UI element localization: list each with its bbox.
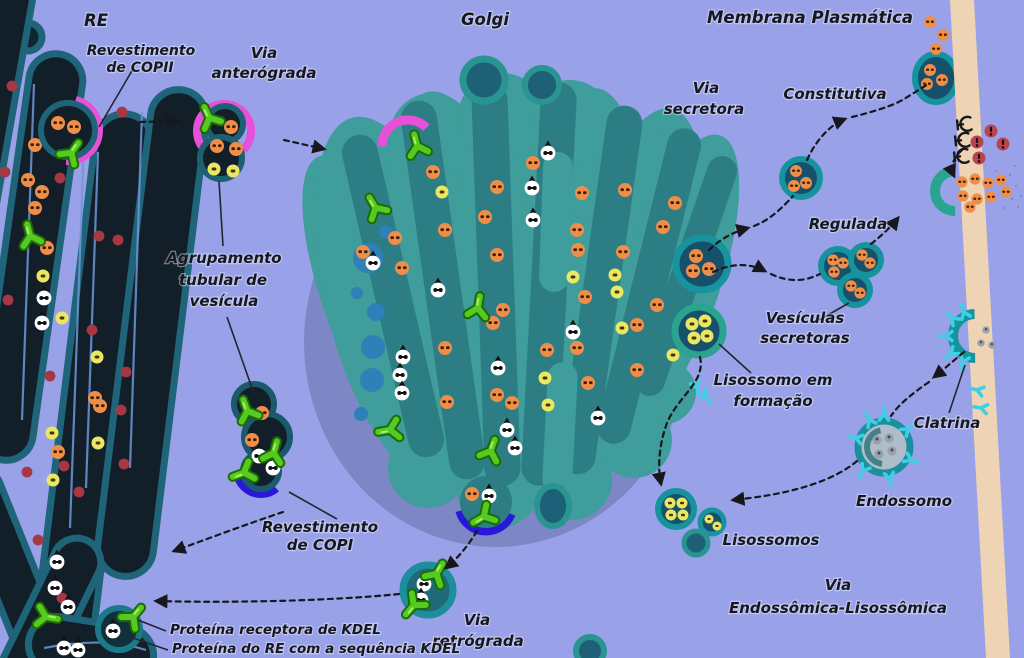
- label-copii-2: de COPII: [106, 60, 173, 76]
- label-lisossomo-formacao-1: Lisossomo em: [713, 371, 832, 389]
- label-re: RE: [84, 11, 109, 30]
- label-endossomo: Endossomo: [856, 492, 952, 510]
- copi-vesicle: [454, 472, 518, 536]
- labels: RE Revestimento de COPII Via anterógrada…: [83, 7, 982, 658]
- label-constitutiva: Constitutiva: [783, 85, 886, 103]
- golgi-top-vesicle: [522, 65, 562, 105]
- retrograde-vesicle: [399, 559, 457, 620]
- label-via-retrograda-2: retrógrada: [432, 632, 524, 650]
- secretory-pathway-vesicles: [672, 156, 823, 294]
- endoplasmic-reticulum: [0, 0, 210, 658]
- label-vesiculas-2: secretoras: [760, 329, 850, 347]
- label-vesiculas-1: Vesículas: [766, 309, 845, 327]
- label-via-retrograda-1: Via: [464, 611, 491, 629]
- label-golgi: Golgi: [461, 10, 509, 29]
- label-secretora-1: Via: [693, 79, 720, 97]
- plasma-membrane: [950, 0, 1010, 658]
- label-lisossomo-formacao-2: formação: [733, 392, 812, 410]
- clathrin-pit: [937, 302, 1002, 416]
- label-agrupamento-2: tubular de: [179, 271, 267, 289]
- label-agrupamento-3: vesícula: [190, 292, 259, 310]
- lysosomes: [655, 488, 727, 558]
- golgi-top-vesicle: [459, 55, 509, 105]
- lysosome-forming-vesicle: [671, 303, 727, 408]
- label-regulada: Regulada: [809, 215, 888, 233]
- label-copi-1: Revestimento: [262, 518, 378, 536]
- endosome: [846, 405, 922, 489]
- secretory-vesicle-cluster: [818, 242, 884, 308]
- label-anterograda-2: anterógrada: [212, 64, 317, 82]
- golgi-apparatus: [302, 55, 740, 658]
- cis-copii-coat: [377, 115, 439, 177]
- tubular-vesicle-cluster: [230, 381, 293, 498]
- diffusion-stipple: [995, 165, 1023, 209]
- copii-vesicle: [33, 95, 103, 165]
- label-membrana: Membrana Plasmática: [707, 8, 913, 27]
- label-anterograda-1: Via: [251, 44, 278, 62]
- label-copii-1: Revestimento: [87, 43, 196, 59]
- label-leader-lines: [98, 68, 966, 651]
- label-clatrina: Clatrina: [914, 414, 981, 432]
- fusing-vesicle-constitutive: [912, 51, 960, 105]
- label-via-endossomica-1: Via: [825, 576, 852, 594]
- label-agrupamento-1: Agrupamento: [165, 249, 281, 267]
- regulated-release-site: [930, 165, 1023, 216]
- bottom-vesicle: [573, 634, 607, 658]
- pathway-arrows: [138, 82, 966, 609]
- label-proteina-receptora: Proteína receptora de KDEL: [170, 622, 381, 638]
- label-copi-2: de COPI: [287, 536, 354, 554]
- label-proteina-re: Proteína do RE com a sequência KDEL: [172, 641, 460, 657]
- kdel-vesicle: [95, 602, 148, 653]
- label-lisossomos: Lisossomos: [723, 531, 820, 549]
- golgi-bottom-vesicle: [534, 483, 572, 529]
- anterograde-vesicle: [196, 103, 255, 182]
- label-via-endossomica-2: Endossômica-Lisossômica: [729, 599, 947, 617]
- label-secretora-2: secretora: [664, 100, 745, 118]
- golgi-lumen-gaps: [539, 152, 578, 494]
